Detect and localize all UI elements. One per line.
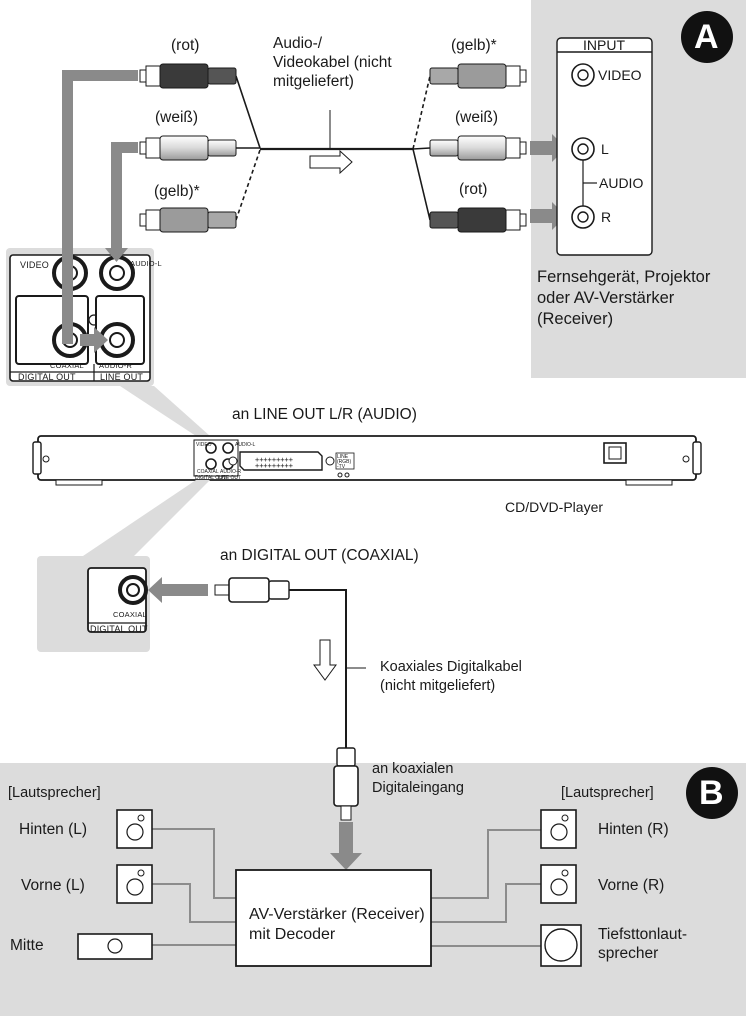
rear-audio-l-label: AUDIO-L: [130, 259, 162, 268]
input-panel-title: INPUT: [583, 37, 625, 53]
coax-plug-top: [214, 577, 290, 603]
speaker-front-right: [540, 864, 577, 904]
coax-cable: [289, 589, 347, 748]
speaker-wires: [152, 828, 541, 947]
front-right-label: Vorne (R): [598, 877, 665, 894]
av-cable-label-3: mitgeliefert): [273, 73, 354, 90]
speakers-right-label: [Lautsprecher]: [561, 785, 654, 801]
zoom-funnel-top: [120, 386, 210, 436]
plug-left-yellow: [139, 207, 237, 233]
signal-direction-arrow: [309, 149, 353, 175]
rear-right-label: Hinten (R): [598, 821, 669, 838]
av-cable: [235, 75, 431, 221]
subwoofer-label-2: sprecher: [598, 945, 659, 962]
badge-a: [681, 11, 733, 63]
svg-text:+++++++++: +++++++++: [255, 456, 293, 464]
digital-input-label-1: an koaxialen: [372, 761, 454, 777]
jack-l-label: L: [601, 141, 609, 157]
mini-line-rgb-label: LINE (RGB) -TV: [337, 454, 352, 470]
coax-direction-arrow: [313, 639, 337, 681]
dvd-player-body: +++++++++ +++++++++: [32, 435, 702, 486]
mini-coaxial-label: COAXIAL: [197, 469, 219, 475]
svg-text:+++++++++: +++++++++: [255, 462, 293, 470]
plug-right-yellow-label: (gelb)*: [451, 37, 497, 54]
mini-line-out-label: LINE OUT: [218, 475, 242, 481]
digital-input-label-2: Digitaleingang: [372, 780, 464, 796]
coax-plug-bottom: [333, 747, 359, 821]
arrow-into-receiver: [330, 822, 362, 870]
plug-right-yellow: [429, 63, 527, 89]
device-label-1: Fernsehgerät, Projektor: [537, 268, 711, 286]
plug-right-white-label: (weiß): [455, 109, 499, 126]
plug-left-red-label: (rot): [171, 37, 200, 54]
av-cable-label-1: Audio-/: [273, 35, 323, 52]
jack-video-label: VIDEO: [598, 67, 642, 83]
receiver-label-1: AV-Verstärker (Receiver): [249, 906, 425, 923]
av-cable-label-2: Videokabel (nicht: [273, 54, 392, 71]
receiver-label-2: mit Decoder: [249, 926, 336, 943]
zoom-funnel-bottom: [80, 480, 210, 558]
speaker-subwoofer: [540, 924, 582, 967]
device-label-3: (Receiver): [537, 310, 614, 328]
plug-right-red-label: (rot): [459, 181, 488, 198]
plug-right-red: [429, 207, 527, 233]
player-name-label: CD/DVD-Player: [505, 499, 604, 515]
coax-zoom-digital-out-label: DIGITAL OUT: [90, 624, 148, 634]
device-label-2: oder AV-Verstärker: [537, 289, 675, 307]
rear-coaxial-label: COAXIAL: [50, 361, 84, 370]
center-label: Mitte: [10, 937, 44, 954]
plug-left-white: [139, 135, 237, 161]
to-digital-out-label: an DIGITAL OUT (COAXIAL): [220, 547, 419, 564]
speakers-left-label: [Lautsprecher]: [8, 785, 101, 801]
mini-video-label: VIDEO: [196, 442, 212, 448]
jack-r-label: R: [601, 209, 612, 225]
coax-zoom: [37, 556, 150, 652]
rear-audio-r-label: AUDIO-R: [99, 361, 133, 370]
input-panel: [556, 37, 653, 256]
connection-arrows-rear: [62, 70, 138, 353]
front-left-label: Vorne (L): [21, 877, 85, 894]
coax-cable-label-2: (nicht mitgeliefert): [380, 678, 496, 694]
av-receiver-box: [235, 869, 432, 967]
to-line-out-label: an LINE OUT L/R (AUDIO): [232, 406, 417, 423]
badge-a-letter: A: [694, 18, 719, 56]
speaker-rear-right: [540, 809, 577, 849]
rear-left-label: Hinten (L): [19, 821, 88, 838]
rear-line-out-label: LINE OUT: [100, 372, 144, 382]
subwoofer-label-1: Tiefsttonlaut-: [598, 926, 688, 943]
rear-digital-out-label: DIGITAL OUT: [18, 372, 76, 382]
jack-audio-label: AUDIO: [599, 175, 644, 191]
plug-left-yellow-label: (gelb)*: [154, 183, 200, 200]
badge-b: [686, 767, 738, 819]
plug-left-white-label: (weiß): [155, 109, 199, 126]
speaker-rear-left: [116, 809, 153, 849]
mini-audio-l-label: AUDIO-L: [235, 442, 256, 448]
speaker-front-left: [116, 864, 153, 904]
plug-left-red: [139, 63, 237, 89]
coax-cable-label-1: Koaxiales Digitalkabel: [380, 659, 522, 675]
arrow-into-coax: [148, 577, 208, 603]
rear-video-label: VIDEO: [20, 260, 50, 270]
mini-audio-r-label: AUDIO-R: [220, 469, 242, 475]
plug-right-white: [429, 135, 527, 161]
mini-digital-out-label: DIGITAL OUT: [195, 475, 226, 481]
speaker-center: [77, 933, 153, 960]
coax-zoom-coaxial-label: COAXIAL: [113, 610, 147, 619]
badge-b-letter: B: [699, 774, 724, 812]
